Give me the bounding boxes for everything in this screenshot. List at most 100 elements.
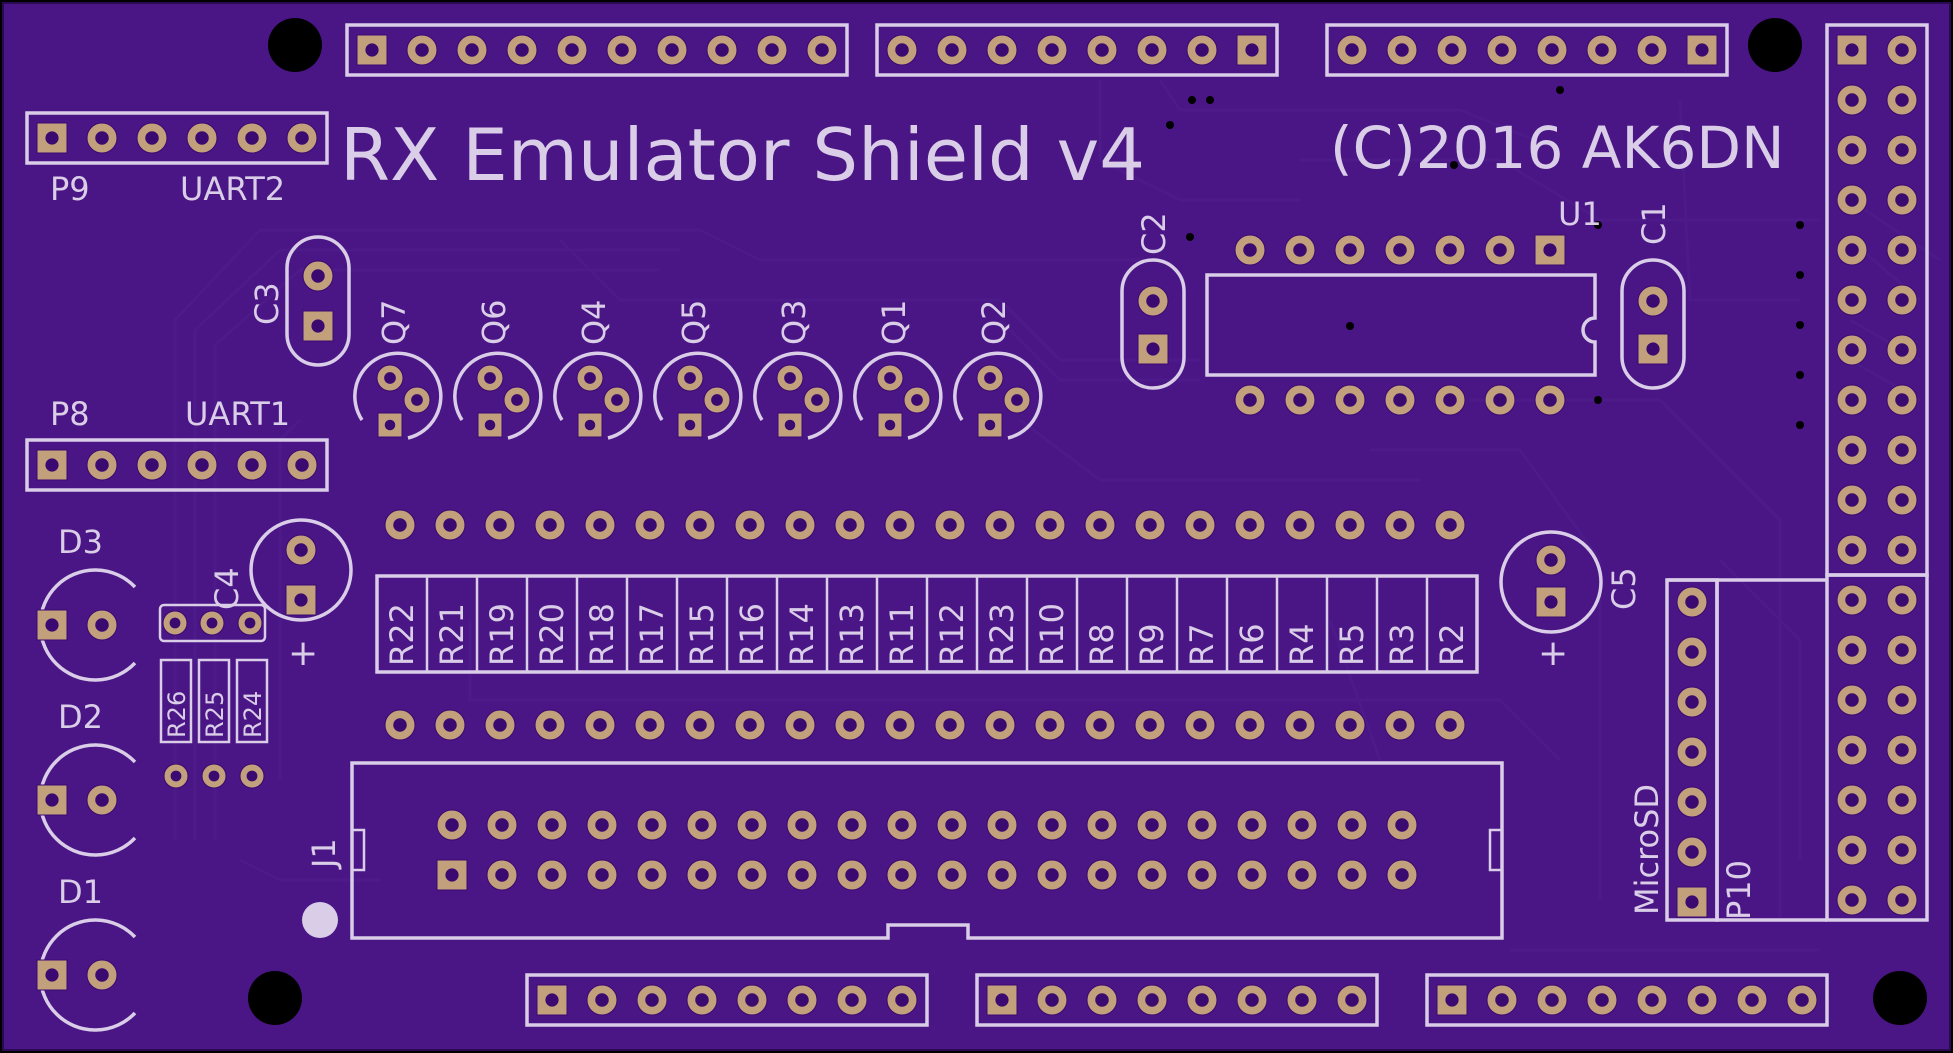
- pad-round-icon: [1836, 384, 1868, 416]
- pad-round-icon: [1284, 384, 1316, 416]
- pad-round-icon: [1036, 984, 1068, 1016]
- pad-round-icon: [436, 809, 468, 841]
- pad-round-icon: [1536, 34, 1568, 66]
- resistor-label: R7: [1183, 623, 1221, 666]
- pad-round-icon: [1136, 859, 1168, 891]
- pad-round-icon: [1336, 34, 1368, 66]
- pad-round-icon: [1886, 184, 1918, 216]
- pad-round-icon: [803, 386, 831, 414]
- pad-round-icon: [1886, 34, 1918, 66]
- label-d2: D2: [58, 698, 103, 736]
- pad-round-icon: [986, 34, 1018, 66]
- label-c1: C1: [1635, 202, 1673, 245]
- transistor-label: Q7: [375, 299, 413, 345]
- pad-round-icon: [786, 984, 818, 1016]
- pad-square-icon: [1637, 333, 1669, 365]
- pad-round-icon: [1034, 709, 1066, 741]
- pad-round-icon: [199, 610, 225, 636]
- pad-round-icon: [886, 984, 918, 1016]
- pad-square-icon: [986, 984, 1018, 1016]
- pad-round-icon: [936, 809, 968, 841]
- pad-round-icon: [1536, 984, 1568, 1016]
- via-icon: [1346, 322, 1354, 330]
- transistor-label: Q1: [875, 299, 913, 345]
- label-uart2: UART2: [180, 170, 285, 208]
- pad-round-icon: [1886, 134, 1918, 166]
- pad-round-icon: [1334, 384, 1366, 416]
- pad-round-icon: [1286, 859, 1318, 891]
- pad-round-icon: [934, 509, 966, 541]
- connector-j1-outline: [302, 761, 1504, 940]
- pad-square-icon: [1836, 34, 1868, 66]
- pad-round-icon: [936, 34, 968, 66]
- pad-round-icon: [886, 809, 918, 841]
- pad-round-icon: [934, 709, 966, 741]
- mounting-holes: [248, 18, 1927, 1025]
- pad-round-icon: [486, 859, 518, 891]
- resistor-label: R20: [533, 603, 571, 666]
- resistor-label: R12: [933, 603, 971, 666]
- pad-round-icon: [1886, 734, 1918, 766]
- pad-round-icon: [136, 122, 168, 154]
- pad-round-icon: [86, 609, 118, 641]
- pad-square-icon: [377, 412, 403, 438]
- pad-round-icon: [1386, 859, 1418, 891]
- via-icon: [1594, 396, 1602, 404]
- pad-round-icon: [1886, 234, 1918, 266]
- pad-round-icon: [586, 859, 618, 891]
- pad-square-icon: [1686, 34, 1718, 66]
- capacitor-outlines: [158, 235, 1686, 643]
- pad-round-icon: [1736, 984, 1768, 1016]
- label-c5: C5: [1605, 567, 1643, 610]
- transistor-label: Q2: [975, 299, 1013, 345]
- pad-round-icon: [676, 364, 704, 392]
- pad-round-icon: [1086, 34, 1118, 66]
- pad-round-icon: [1886, 634, 1918, 666]
- resistor-label: R3: [1383, 623, 1421, 666]
- resistor-label: R11: [883, 603, 921, 666]
- pad-round-icon: [736, 984, 768, 1016]
- pad-round-icon: [1434, 234, 1466, 266]
- pad-round-icon: [986, 809, 1018, 841]
- label-d3: D3: [58, 523, 103, 561]
- pad-square-icon: [1535, 586, 1567, 618]
- pad-round-icon: [1886, 784, 1918, 816]
- label-d1: D1: [58, 873, 103, 911]
- via-icon: [1796, 271, 1804, 279]
- pad-round-icon: [686, 809, 718, 841]
- pad-round-icon: [1334, 234, 1366, 266]
- pad-round-icon: [734, 709, 766, 741]
- pad-round-icon: [236, 122, 268, 154]
- pad-round-icon: [684, 709, 716, 741]
- pad-round-icon: [1836, 734, 1868, 766]
- pad-round-icon: [1384, 509, 1416, 541]
- pad-round-icon: [286, 122, 318, 154]
- mounting-hole-icon: [248, 971, 302, 1025]
- pad-round-icon: [1886, 434, 1918, 466]
- pad-round-icon: [786, 859, 818, 891]
- pad-round-icon: [406, 34, 438, 66]
- label-c2: C2: [1135, 212, 1173, 255]
- pad-round-icon: [836, 859, 868, 891]
- pad-round-icon: [237, 610, 263, 636]
- resistor-label: R17: [633, 603, 671, 666]
- pad-round-icon: [302, 260, 334, 292]
- pad-round-icon: [884, 709, 916, 741]
- via-icon: [1796, 321, 1804, 329]
- pad-round-icon: [1036, 859, 1068, 891]
- pad-round-icon: [1886, 484, 1918, 516]
- pad-round-icon: [1036, 809, 1068, 841]
- pad-round-icon: [1084, 709, 1116, 741]
- pad-square-icon: [356, 34, 388, 66]
- pad-round-icon: [886, 34, 918, 66]
- pad-round-icon: [1676, 586, 1708, 618]
- pad-round-icon: [684, 509, 716, 541]
- pad-round-icon: [606, 34, 638, 66]
- pad-round-icon: [1334, 509, 1366, 541]
- pad-square-icon: [577, 412, 603, 438]
- via-icon: [1796, 371, 1804, 379]
- pad-round-icon: [886, 859, 918, 891]
- pad-round-icon: [1386, 34, 1418, 66]
